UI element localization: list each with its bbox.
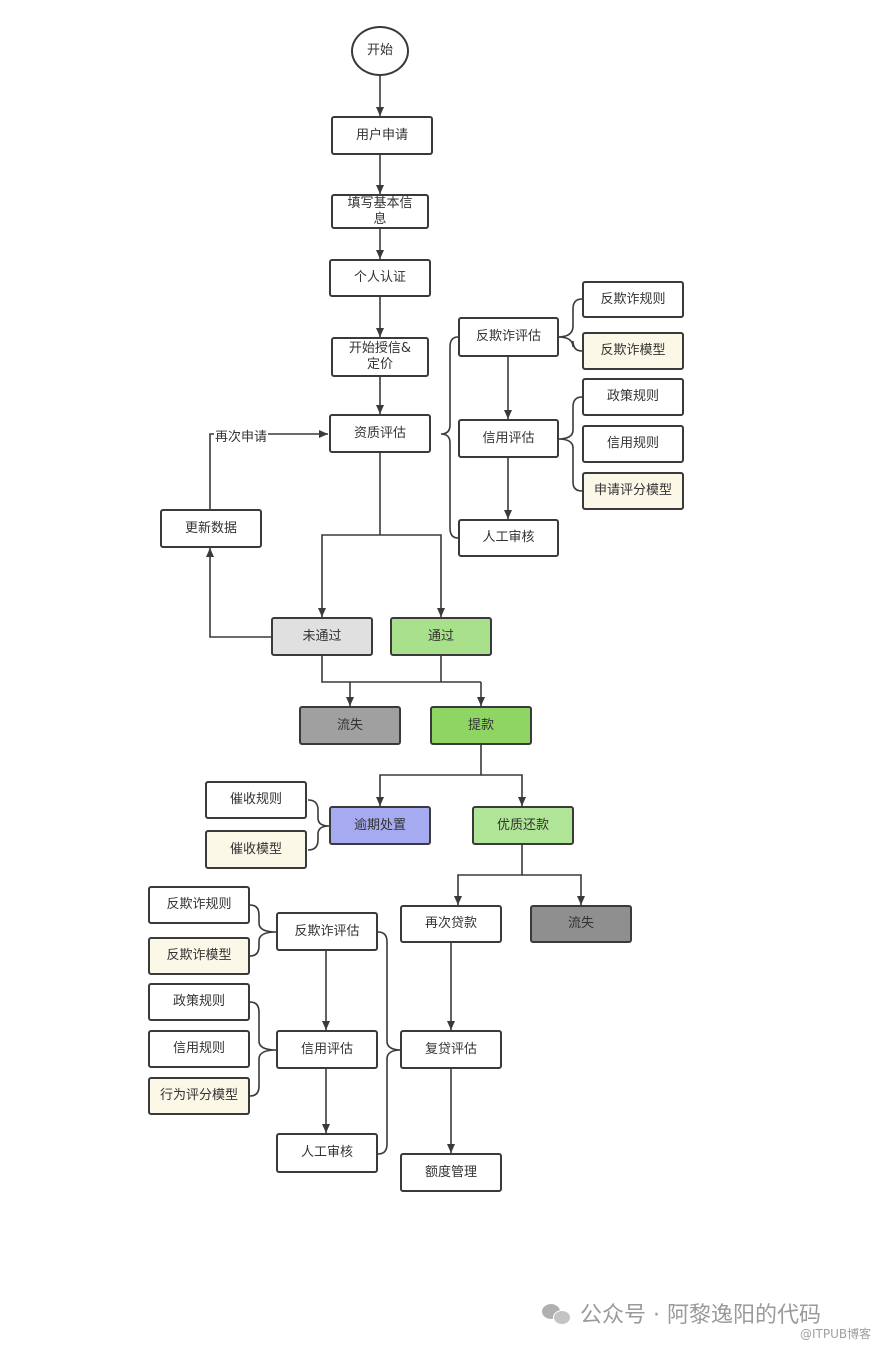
edge-qual-pass [380, 534, 445, 617]
drawdown-node[interactable]: 提款 [430, 706, 532, 745]
limit-management-node[interactable]: 额度管理 [400, 1153, 502, 1192]
application-score-model-node[interactable]: 申请评分模型 [582, 472, 684, 510]
edge-good-loss [522, 874, 585, 905]
policy-rules-node-2[interactable]: 政策规则 [148, 983, 250, 1021]
antifraud-model-label-1: 反欺诈模型 [600, 343, 666, 358]
behavior-score-model-label: 行为评分模型 [159, 1088, 238, 1103]
brace-cr1-items [557, 396, 583, 492]
antifraud-model-node-2[interactable]: 反欺诈模型 [148, 937, 250, 975]
footer-account: 公众号 · 阿黎逸阳的代码 [542, 1297, 821, 1329]
reapply-edge-label: 再次申请 [214, 426, 269, 445]
passed-node[interactable]: 通过 [390, 617, 492, 656]
manual-review-node-1[interactable]: 人工审核 [458, 519, 559, 557]
manual-review-label-1: 人工审核 [482, 530, 535, 545]
brace-cr2-items [249, 1001, 277, 1097]
credit-eval-node-2[interactable]: 信用评估 [276, 1030, 378, 1069]
drawdown-label: 提款 [467, 717, 494, 733]
antifraud-rules-node-1[interactable]: 反欺诈规则 [582, 281, 684, 318]
antifraud-eval-label-1: 反欺诈评估 [475, 329, 541, 344]
passed-label: 通过 [427, 628, 454, 644]
credit-eval-label-2: 信用评估 [300, 1041, 353, 1057]
manual-review-label-2: 人工审核 [300, 1145, 353, 1160]
antifraud-eval-node-2[interactable]: 反欺诈评估 [276, 912, 378, 951]
footer-account-text: 公众号 · 阿黎逸阳的代码 [580, 1303, 821, 1328]
edge-fail-merge [321, 656, 481, 683]
churn-label-1: 流失 [336, 717, 363, 733]
fill-info-node[interactable]: 填写基本信息 [331, 194, 429, 229]
brace-af1-items [557, 298, 583, 352]
manual-review-node-2[interactable]: 人工审核 [276, 1133, 378, 1173]
antifraud-eval-node-1[interactable]: 反欺诈评估 [458, 317, 559, 357]
antifraud-rules-node-2[interactable]: 反欺诈规则 [148, 886, 250, 924]
start-label: 开始 [366, 43, 393, 58]
policy-rules-label-2: 政策规则 [172, 994, 225, 1009]
credit-pricing-node[interactable]: 开始授信&定价 [331, 337, 429, 377]
credit-rules-node-1[interactable]: 信用规则 [582, 425, 684, 463]
edge-draw-good [481, 774, 526, 806]
edge-qual-fail [318, 534, 380, 617]
churn-node-2[interactable]: 流失 [530, 905, 632, 943]
collection-model-node[interactable]: 催收模型 [205, 830, 307, 869]
personal-auth-label: 个人认证 [353, 270, 406, 285]
application-score-model-label: 申请评分模型 [593, 483, 672, 498]
good-repayment-label: 优质还款 [496, 817, 549, 833]
overdue-handling-label: 逾期处置 [353, 817, 406, 833]
credit-eval-node-1[interactable]: 信用评估 [458, 419, 559, 458]
wechat-icon [542, 1302, 572, 1325]
antifraud-eval-label-2: 反欺诈评估 [294, 923, 360, 939]
credit-rules-label-1: 信用规则 [606, 436, 659, 451]
brace-reeval-eval [377, 931, 402, 1155]
brace-overdue-items [307, 799, 330, 851]
credit-rules-node-2[interactable]: 信用规则 [148, 1030, 250, 1068]
behavior-score-model-node[interactable]: 行为评分模型 [148, 1077, 250, 1115]
overdue-handling-node[interactable]: 逾期处置 [329, 806, 431, 845]
policy-rules-label-1: 政策规则 [606, 389, 659, 404]
not-passed-label: 未通过 [302, 628, 342, 644]
user-apply-node[interactable]: 用户申请 [331, 116, 433, 155]
collection-model-label: 催收模型 [229, 841, 282, 857]
edge-good-split [454, 845, 523, 905]
user-apply-label: 用户申请 [355, 127, 408, 143]
antifraud-rules-label-1: 反欺诈规则 [600, 291, 666, 307]
credit-pricing-label: 开始授信&定价 [348, 341, 412, 372]
edge-update-qual [209, 430, 328, 509]
limit-management-label: 额度管理 [424, 1164, 477, 1180]
edge-fail-update [206, 548, 271, 638]
update-data-node[interactable]: 更新数据 [160, 509, 262, 548]
antifraud-model-node-1[interactable]: 反欺诈模型 [582, 332, 684, 370]
personal-auth-node[interactable]: 个人认证 [329, 259, 431, 297]
qualification-eval-node[interactable]: 资质评估 [329, 414, 431, 453]
edge-draw-split [376, 745, 482, 806]
reloan-label: 再次贷款 [424, 916, 477, 931]
qualification-eval-label: 资质评估 [353, 425, 406, 441]
reloan-eval-node[interactable]: 复贷评估 [400, 1030, 502, 1069]
start-node[interactable]: 开始 [351, 26, 409, 76]
churn-label-2: 流失 [567, 916, 594, 931]
collection-rules-label: 催收规则 [229, 792, 282, 807]
watermark: @ITPUB博客 [800, 1327, 872, 1341]
not-passed-node[interactable]: 未通过 [271, 617, 373, 656]
brace-af2-items [249, 904, 277, 957]
fill-info-label: 填写基本信息 [347, 195, 413, 227]
reloan-eval-label: 复贷评估 [424, 1041, 477, 1057]
brace-qual-eval [440, 336, 459, 539]
antifraud-model-label-2: 反欺诈模型 [166, 948, 232, 963]
antifraud-rules-label-2: 反欺诈规则 [166, 897, 232, 912]
credit-eval-label-1: 信用评估 [482, 430, 535, 446]
good-repayment-node[interactable]: 优质还款 [472, 806, 574, 845]
policy-rules-node-1[interactable]: 政策规则 [582, 378, 684, 416]
credit-rules-label-2: 信用规则 [172, 1041, 225, 1056]
update-data-label: 更新数据 [184, 520, 237, 536]
churn-node-1[interactable]: 流失 [299, 706, 401, 745]
reloan-node[interactable]: 再次贷款 [400, 905, 502, 943]
collection-rules-node[interactable]: 催收规则 [205, 781, 307, 819]
